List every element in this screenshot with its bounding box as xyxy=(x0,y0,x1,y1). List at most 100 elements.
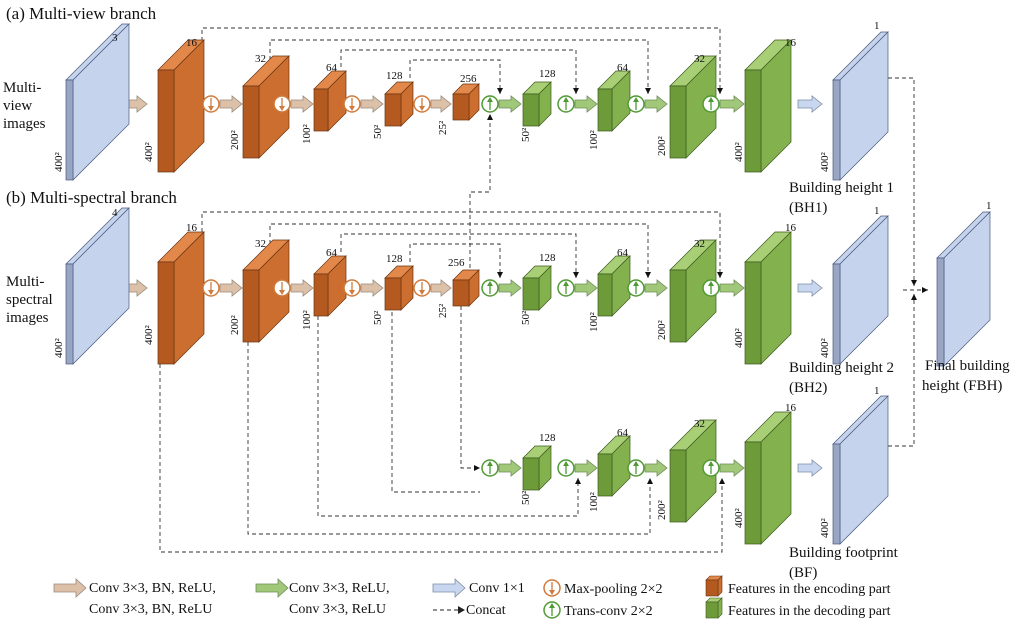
size-label: 50² xyxy=(372,124,384,139)
transconv-icon xyxy=(481,459,499,477)
channel-label: 64 xyxy=(326,62,338,74)
flow-arrows xyxy=(122,95,823,477)
output-fbh-face xyxy=(936,257,945,367)
concat-arrowhead xyxy=(573,272,579,278)
legend-decoding-cube-icon xyxy=(705,597,723,619)
conv-bn-arrow xyxy=(219,279,243,297)
transconv-icon xyxy=(702,279,720,297)
legend-transconv-icon xyxy=(543,601,561,619)
encoder-block xyxy=(452,83,480,121)
legend-encoding-text: Features in the encoding part xyxy=(728,582,891,597)
decoder-block xyxy=(669,239,717,343)
size-label: 100² xyxy=(588,130,600,151)
channel-label: 16 xyxy=(186,222,198,234)
maxpool-head xyxy=(419,290,425,295)
channel-label: 1 xyxy=(874,205,880,217)
conv1x1-arrow xyxy=(797,459,823,477)
input-label-mv-1: Multi- xyxy=(3,80,41,96)
channel-label: 1 xyxy=(874,20,880,32)
concat-arrowhead xyxy=(474,465,480,471)
channel-label: 32 xyxy=(694,238,705,250)
decoder-block-face xyxy=(522,277,540,311)
conv-bn-arrow xyxy=(430,279,452,297)
channel-label: 64 xyxy=(326,247,338,259)
encoder-block xyxy=(452,269,480,307)
transconv-head xyxy=(633,461,639,466)
legend-decoding-text: Features in the decoding part xyxy=(728,604,891,619)
conv-arrow xyxy=(719,459,745,477)
decoder-block xyxy=(669,419,717,523)
transconv-head xyxy=(708,461,714,466)
transconv-icon xyxy=(557,95,575,113)
conv1x1-arrow xyxy=(797,279,823,297)
channel-label: 128 xyxy=(386,253,403,265)
transconv-head xyxy=(633,97,639,102)
output-fbh-side xyxy=(943,211,991,367)
operation-symbols xyxy=(202,95,720,477)
legend-conv-arrow-icon xyxy=(255,578,289,598)
channel-label: 4 xyxy=(112,207,118,219)
legend-encoding-cube-icon xyxy=(705,575,723,597)
encoder-block-face xyxy=(384,93,402,127)
decoder-block xyxy=(522,445,552,491)
title-multi-view-branch: (a) Multi-view branch xyxy=(6,4,157,23)
channel-label: 3 xyxy=(112,32,118,44)
size-label: 400² xyxy=(733,508,745,529)
conv-arrow xyxy=(498,95,522,113)
encoder-block-face xyxy=(242,269,260,343)
input-image-mv-face xyxy=(65,79,74,181)
encoder-block xyxy=(157,39,205,173)
output-bf-face xyxy=(832,443,841,545)
concat-arrowhead xyxy=(575,478,581,484)
decoder-block xyxy=(597,435,631,497)
size-label: 100² xyxy=(588,492,600,513)
input-label-mv-2: view xyxy=(3,98,32,114)
input-image-ms xyxy=(65,207,130,365)
input-label-ms-2: spectral xyxy=(6,292,53,308)
output-label-fbh: Final building xyxy=(925,358,1010,374)
decoder-block xyxy=(744,411,792,545)
output-label-bh1: Building height 1 xyxy=(789,180,894,196)
concat-arrowhead xyxy=(645,88,651,94)
transconv-head xyxy=(563,281,569,286)
encoder-block-face xyxy=(452,279,470,307)
concat-line xyxy=(269,39,649,94)
input-label-ms-1: Multi- xyxy=(6,274,44,290)
maxpool-icon xyxy=(413,95,431,113)
conv1x1-arrow xyxy=(797,95,823,113)
concat-line xyxy=(201,27,721,94)
conv-arrow xyxy=(644,95,668,113)
output-bf xyxy=(832,395,889,545)
output-fbh xyxy=(936,211,991,367)
transconv-head xyxy=(487,461,493,466)
input-image-ms-face xyxy=(65,263,74,365)
conv-bn-arrow xyxy=(290,279,314,297)
transconv-head xyxy=(708,281,714,286)
skip-connection-lines xyxy=(159,27,928,553)
size-label: 100² xyxy=(588,312,600,333)
conv-arrow xyxy=(498,459,522,477)
transconv-head xyxy=(487,281,493,286)
conv-bn-arrow xyxy=(430,95,452,113)
decoder-block-face xyxy=(669,269,687,343)
concat-line xyxy=(888,294,915,447)
channel-label: 32 xyxy=(255,238,266,250)
transconv-head xyxy=(633,281,639,286)
decoder-block xyxy=(744,39,792,173)
decoder-block-face xyxy=(597,453,613,497)
conv-bn-arrow xyxy=(219,95,243,113)
maxpool-icon xyxy=(413,279,431,297)
channel-label: 32 xyxy=(694,53,705,65)
legend-concat-arrowhead-icon xyxy=(458,606,465,614)
encoder-block xyxy=(384,265,414,311)
decoder-block xyxy=(597,70,631,132)
size-label: 200² xyxy=(656,500,668,521)
input-label-mv-3: images xyxy=(3,116,46,132)
size-label: 200² xyxy=(229,315,241,336)
concat-arrowhead xyxy=(497,272,503,278)
concat-line xyxy=(469,114,491,275)
transconv-icon xyxy=(481,279,499,297)
output-label-bf: Building footprint xyxy=(789,545,899,561)
size-label: 400² xyxy=(819,338,831,359)
decoder-block xyxy=(744,231,792,365)
